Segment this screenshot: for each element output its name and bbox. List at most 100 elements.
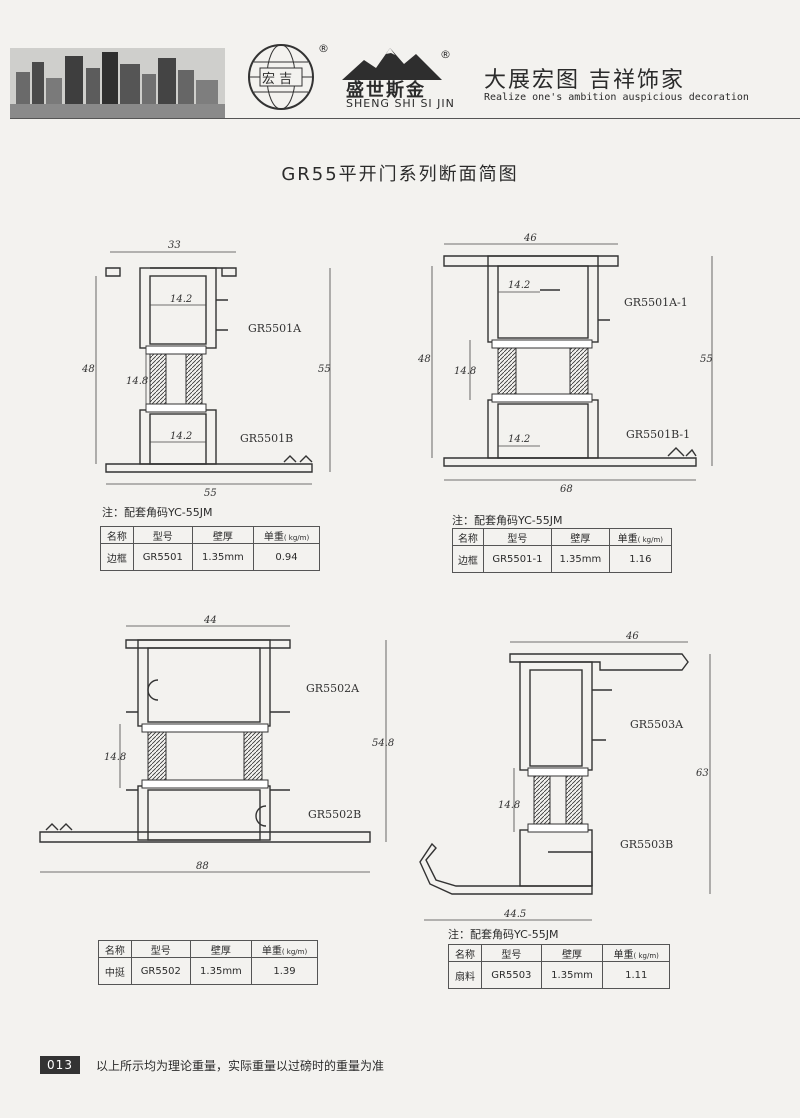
note-section-4: 注：配套角码YC-55JM	[448, 928, 559, 941]
spec-table-4: 名称 型号 壁厚 单重( kg/m) 扇料 GR5503 1.35mm 1.11	[447, 944, 670, 989]
dim-top-3: 44	[203, 615, 217, 626]
globe-logo-icon	[248, 44, 314, 110]
table-header-cell: 壁厚	[550, 528, 610, 546]
dim-strip-4: 14.8	[498, 800, 520, 811]
label-gr5503a: GR5503A	[630, 718, 684, 731]
dim-left-2: 48	[417, 354, 431, 365]
dim-strip-1: 14.8	[126, 376, 148, 387]
dim-right-3: 54.8	[372, 738, 394, 749]
table-cell: 边框	[452, 545, 484, 573]
note-section-1: 注：配套角码YC-55JM	[102, 506, 213, 519]
table-cell: GR5503	[481, 961, 542, 989]
logo1-text: 宏 吉	[262, 72, 293, 87]
table-cell: GR5501-1	[482, 545, 552, 573]
dim-bottom-4: 44.5	[503, 909, 526, 920]
table-header-row: 名称 型号 壁厚 单重( kg/m)	[98, 940, 318, 958]
dim-inner2-1: 14.2	[170, 431, 192, 442]
dim-strip-3: 14.8	[104, 752, 126, 763]
dim-inner1-2: 14.2	[508, 280, 530, 291]
table-cell: 1.11	[602, 961, 670, 989]
dim-inner2-2: 14.2	[508, 434, 530, 445]
registered-mark-2: ®	[440, 48, 451, 61]
dim-top-1: 33	[168, 240, 181, 251]
dim-bottom-1: 55	[204, 488, 217, 499]
thermal-strip-4	[527, 767, 589, 833]
mountain-logo-icon	[342, 48, 442, 80]
thermal-strip-1	[145, 345, 207, 413]
dim-top-4: 46	[625, 631, 639, 642]
table-cell: 1.16	[608, 545, 673, 573]
thermal-strip-2	[491, 339, 593, 403]
table-header-row: 名称 型号 壁厚 单重( kg/m)	[100, 526, 320, 544]
dim-right-4: 63	[696, 768, 709, 779]
table-header-cell: 型号	[132, 526, 193, 544]
dim-right-1: 55	[318, 364, 331, 375]
page-header: 宏 吉 ® ® 盛世斯金 SHENG SHI SI JIN 大展宏图 吉祥饰家 …	[0, 0, 800, 130]
dimension-lines-3	[40, 625, 387, 873]
slogan-cn: 大展宏图 吉祥饰家	[484, 68, 685, 93]
dim-bottom-3: 88	[196, 861, 209, 872]
city-skyline-image	[10, 48, 225, 118]
spec-table-2: 名称 型号 壁厚 单重( kg/m) 边框 GR5501-1 1.35mm 1.…	[452, 528, 673, 573]
spec-table-1: 名称 型号 壁厚 单重( kg/m) 边框 GR5501 1.35mm 0.94	[100, 526, 320, 571]
registered-mark: ®	[318, 42, 329, 55]
table-row: 边框 GR5501 1.35mm 0.94	[100, 543, 320, 571]
page-number: 013	[40, 1056, 80, 1074]
label-gr5501a-1: GR5501A-1	[624, 296, 688, 309]
table-cell: GR5502	[130, 957, 191, 985]
table-header-cell: 型号	[130, 940, 191, 958]
dim-strip-2: 14.8	[454, 366, 476, 377]
dim-left-1: 48	[81, 364, 95, 375]
dimension-lines-1	[95, 251, 331, 485]
table-header-cell: 单重( kg/m)	[251, 940, 318, 958]
table-cell: 1.39	[251, 957, 318, 985]
table-header-cell: 名称	[452, 528, 484, 546]
table-cell: 1.35mm	[540, 961, 604, 989]
table-header-cell: 壁厚	[540, 944, 604, 962]
table-header-cell: 型号	[482, 528, 552, 546]
table-header-cell: 单重( kg/m)	[602, 944, 670, 962]
table-cell: 1.35mm	[191, 543, 255, 571]
label-gr5502b: GR5502B	[308, 808, 361, 821]
dimension-lines-4	[424, 641, 711, 921]
table-header-cell: 壁厚	[191, 526, 255, 544]
table-header-cell: 名称	[98, 940, 132, 958]
dim-right-2: 55	[700, 354, 713, 365]
table-header-cell: 单重( kg/m)	[253, 526, 320, 544]
footer-note: 以上所示均为理论重量，实际重量以过磅时的重量为准	[96, 1059, 385, 1073]
table-row: 边框 GR5501-1 1.35mm 1.16	[452, 545, 673, 573]
brand-name-cn: 盛世斯金	[346, 80, 426, 101]
table-header-cell: 壁厚	[189, 940, 253, 958]
note-section-2: 注：配套角码YC-55JM	[452, 514, 563, 527]
table-header-cell: 型号	[481, 944, 542, 962]
header-divider	[10, 118, 800, 119]
dimension-lines-2	[431, 243, 713, 481]
label-gr5501b: GR5501B	[240, 432, 293, 445]
table-cell: 1.35mm	[550, 545, 610, 573]
spec-table-3: 名称 型号 壁厚 单重( kg/m) 中挺 GR5502 1.35mm 1.39	[98, 940, 318, 985]
table-cell: 0.94	[253, 543, 320, 571]
dim-inner1-1: 14.2	[170, 294, 192, 305]
dim-bottom-2: 68	[560, 484, 573, 495]
table-cell: 扇料	[447, 961, 483, 989]
dim-top-2: 46	[523, 233, 537, 244]
page-title: GR55平开门系列断面简图	[281, 164, 519, 185]
table-header-cell: 单重( kg/m)	[608, 528, 673, 546]
label-gr5503b: GR5503B	[620, 838, 673, 851]
table-cell: 边框	[100, 543, 134, 571]
table-cell: GR5501	[132, 543, 193, 571]
table-cell: 1.35mm	[189, 957, 253, 985]
table-row: 扇料 GR5503 1.35mm 1.11	[447, 961, 670, 989]
label-gr5501a: GR5501A	[248, 322, 302, 335]
brand-name-en: SHENG SHI SI JIN	[346, 97, 455, 110]
table-header-row: 名称 型号 壁厚 单重( kg/m)	[452, 528, 673, 546]
label-gr5502a: GR5502A	[306, 682, 360, 695]
table-header-cell: 名称	[447, 944, 483, 962]
table-row: 中挺 GR5502 1.35mm 1.39	[98, 957, 318, 985]
table-cell: 中挺	[98, 957, 132, 985]
table-header-cell: 名称	[100, 526, 134, 544]
profile-gr5502	[39, 639, 371, 843]
thermal-strip-3	[141, 723, 269, 789]
table-header-row: 名称 型号 壁厚 单重( kg/m)	[447, 944, 670, 962]
